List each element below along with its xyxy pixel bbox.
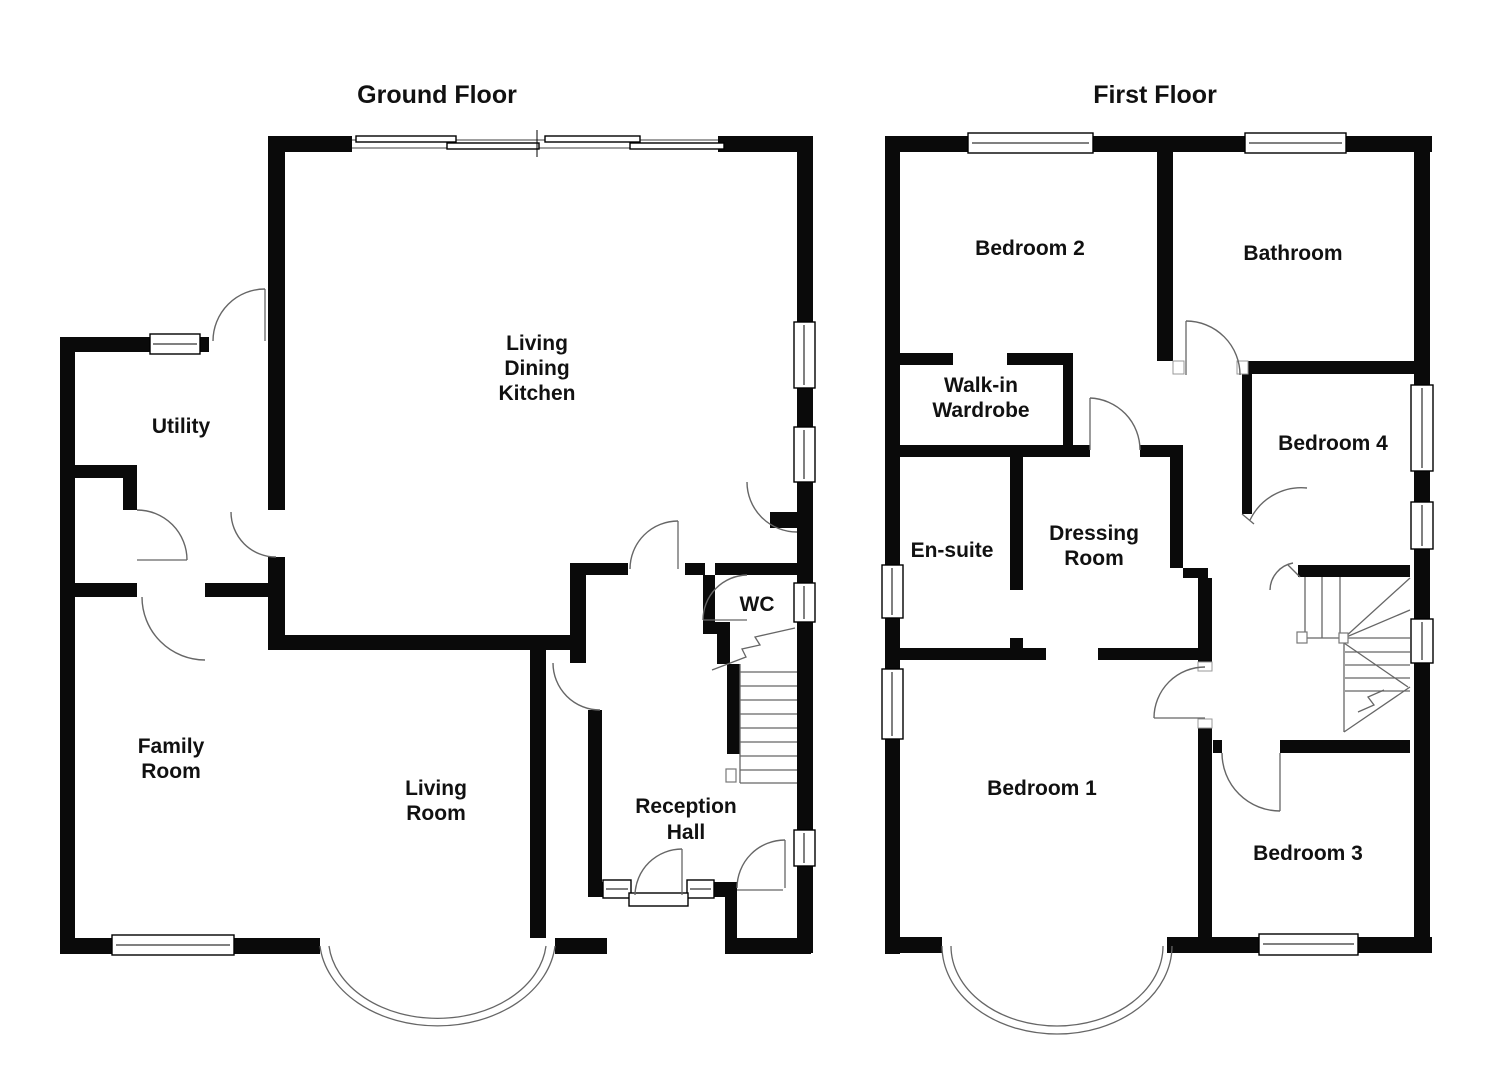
window [793, 582, 816, 623]
window [881, 668, 904, 740]
room-label-ensuite: En-suite [911, 539, 994, 562]
door-sidelight [686, 879, 715, 899]
room-label-living-1: Living [405, 777, 467, 800]
ground-floor-title: Ground Floor [357, 81, 517, 109]
first-floor-title: First Floor [1093, 81, 1217, 109]
window [793, 829, 816, 867]
ground-stairs [711, 627, 797, 784]
room-label-bedroom1: Bedroom 1 [987, 777, 1097, 800]
front-door-slab [628, 892, 689, 907]
ground-labels: Ground Floor Living Dining Kitchen Utili… [138, 81, 775, 844]
room-label-family-2: Room [141, 760, 201, 783]
room-label-wc: WC [740, 593, 775, 616]
window [1410, 618, 1434, 664]
first-windows [881, 132, 1434, 956]
window [111, 934, 235, 956]
room-label-dressing-1: Dressing [1049, 522, 1139, 545]
first-stairs [1296, 577, 1411, 733]
room-label-kitchen-3: Kitchen [498, 382, 575, 405]
ground-walls [60, 136, 813, 954]
first-doors [1089, 320, 1308, 812]
room-label-bathroom: Bathroom [1243, 242, 1342, 265]
room-label-living-2: Room [406, 802, 466, 825]
ground-floor-plan: Ground Floor Living Dining Kitchen Utili… [60, 81, 816, 1027]
ground-bay-window [319, 945, 556, 1027]
ground-windows [111, 321, 816, 956]
window [1258, 933, 1359, 956]
door-sidelight [602, 879, 632, 899]
room-label-dressing-2: Room [1064, 547, 1124, 570]
ground-sliding-door [352, 130, 725, 157]
room-label-kitchen-1: Living [506, 332, 568, 355]
room-label-bedroom2: Bedroom 2 [975, 237, 1085, 260]
patio-door-frame [793, 426, 816, 483]
room-label-family-1: Family [138, 735, 205, 758]
window [881, 564, 904, 619]
first-bay-window [941, 945, 1173, 1035]
room-label-kitchen-2: Dining [504, 357, 569, 380]
window [1410, 384, 1434, 472]
first-labels: First Floor Bedroom 2 Bathroom Walk-in W… [911, 81, 1389, 865]
room-label-wardrobe-1: Walk-in [944, 374, 1018, 397]
ground-doors [136, 288, 798, 896]
window [967, 132, 1094, 154]
first-floor-plan: First Floor Bedroom 2 Bathroom Walk-in W… [881, 81, 1434, 1035]
room-label-bedroom4: Bedroom 4 [1278, 432, 1388, 455]
window [793, 321, 816, 389]
window [1410, 501, 1434, 550]
window [149, 333, 201, 355]
room-label-reception-1: Reception [635, 795, 737, 818]
room-label-bedroom3: Bedroom 3 [1253, 842, 1363, 865]
window [1244, 132, 1347, 154]
room-label-utility: Utility [152, 415, 211, 438]
room-label-reception-2: Hall [667, 821, 706, 844]
first-walls [885, 136, 1432, 954]
room-label-wardrobe-2: Wardrobe [932, 399, 1029, 422]
